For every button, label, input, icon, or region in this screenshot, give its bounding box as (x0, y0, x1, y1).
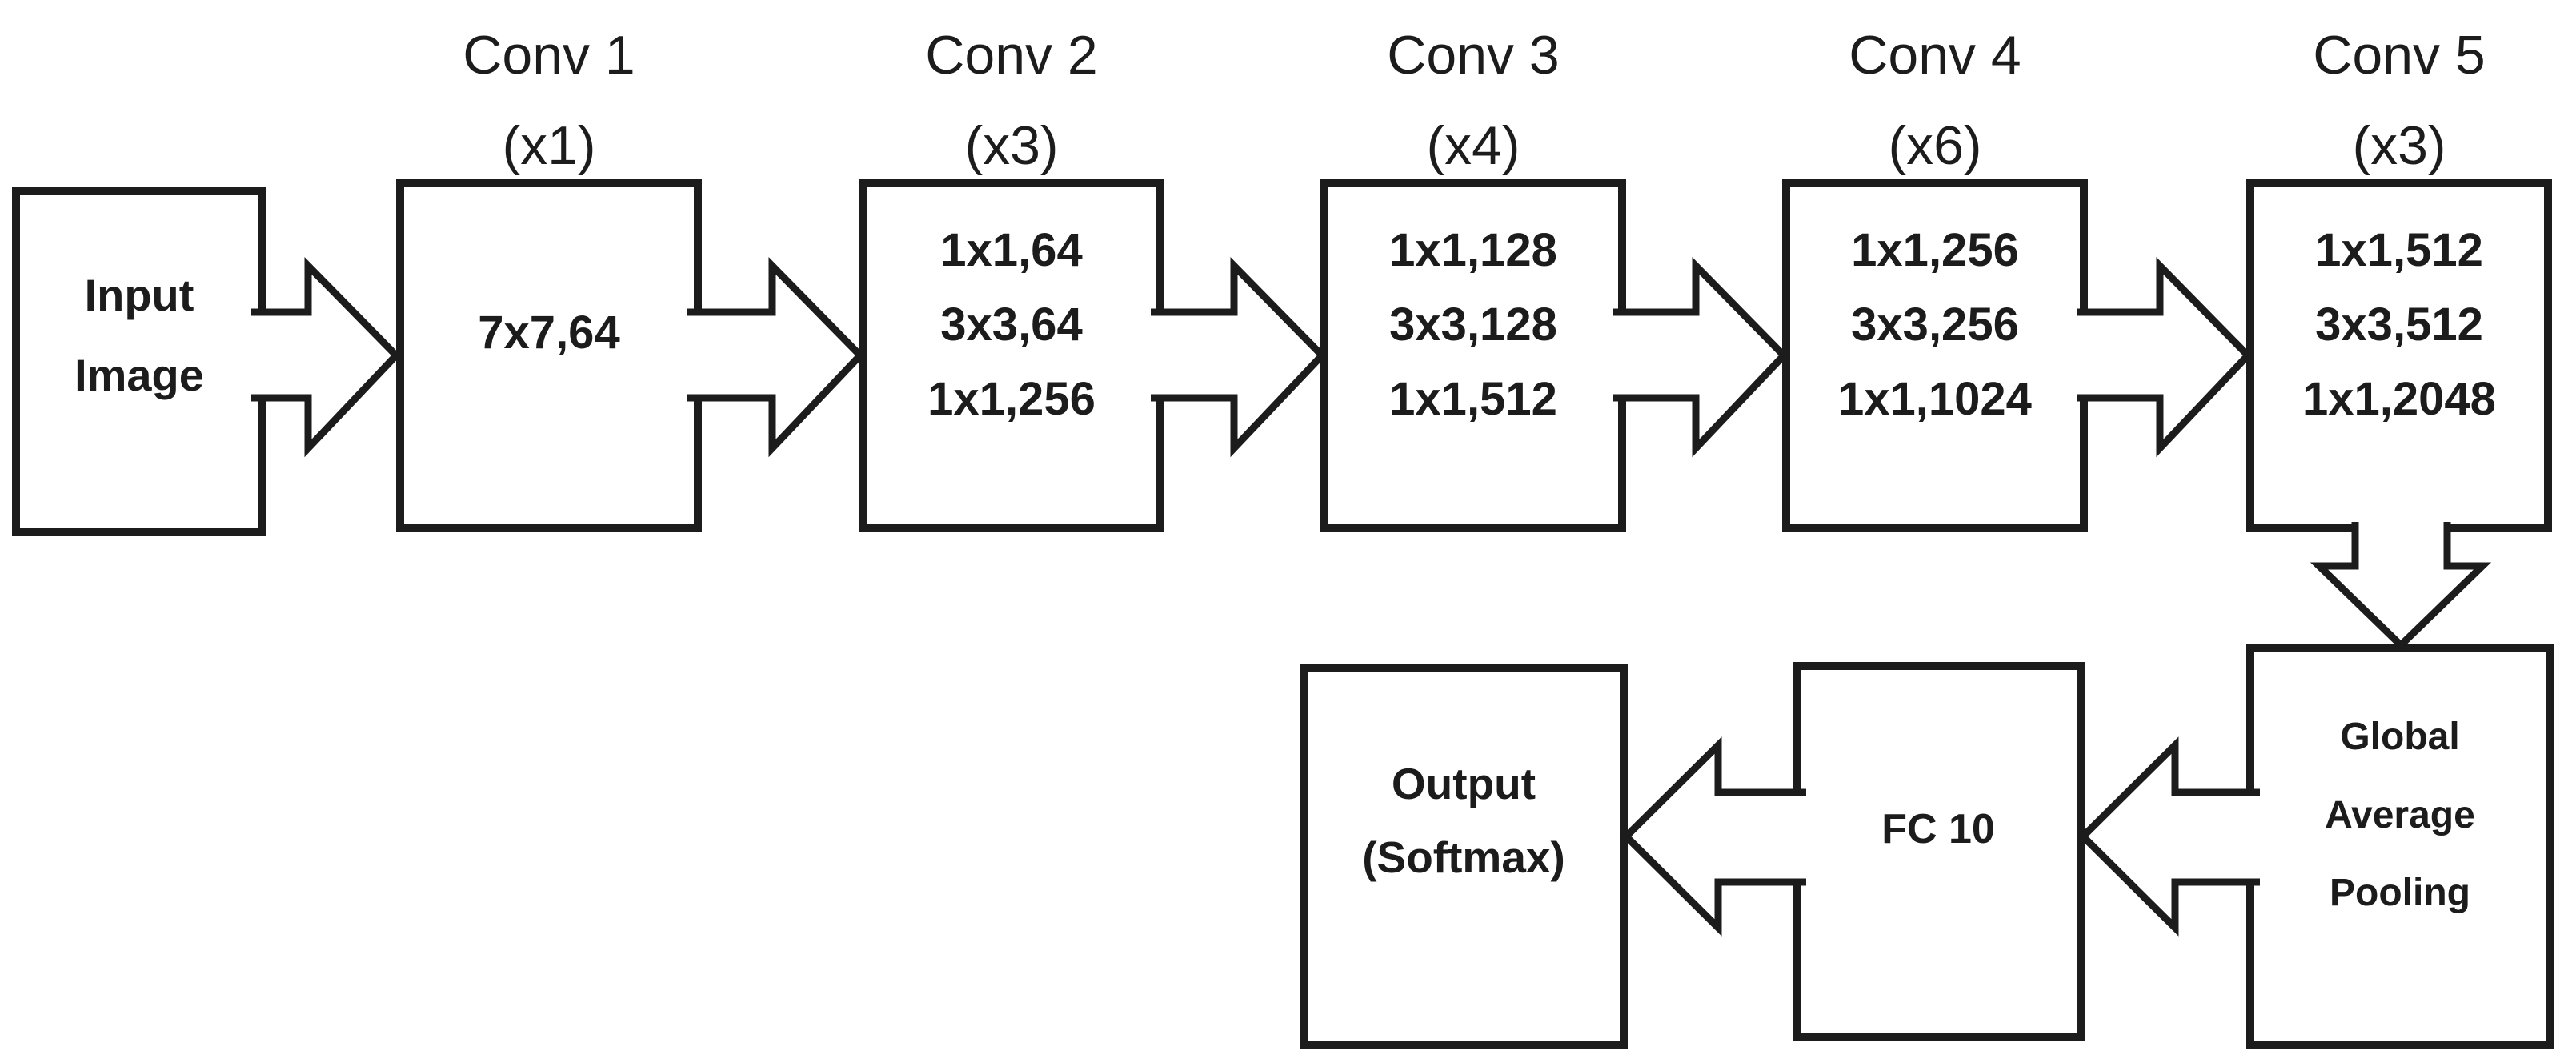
conv4-spec-line1: 1x1,256 (1851, 224, 2019, 276)
conv5-spec-line1: 1x1,512 (2315, 224, 2483, 276)
conv3-repeat: (x4) (1426, 115, 1520, 176)
output-softmax-box (1300, 664, 1628, 1049)
conv5-repeat: (x3) (2352, 115, 2446, 176)
conv2-box (859, 179, 1164, 532)
arrow-conv4-to-conv5-right-arrow-icon (2077, 256, 2253, 458)
node-conv2: Conv 2 (x3) 1x1,64 3x3,64 1x1,256 (859, 25, 1164, 532)
conv5-title: Conv 5 (2313, 25, 2485, 86)
conv4-repeat: (x6) (1888, 115, 1981, 176)
conv3-spec-line3: 1x1,512 (1389, 373, 1557, 425)
conv5-spec-line3: 1x1,2048 (2302, 373, 2496, 425)
conv5-box (2246, 179, 2552, 532)
conv1-repeat: (x1) (502, 115, 595, 176)
fc10-label: FC 10 (1881, 806, 1995, 852)
conv2-repeat: (x3) (964, 115, 1058, 176)
arrow-fc10-to-output-left-arrow-icon (1621, 736, 1806, 937)
conv4-box (1782, 179, 2088, 532)
input-image-box (12, 187, 266, 536)
conv3-spec-line2: 3x3,128 (1389, 299, 1557, 351)
arrow-conv5-to-gap-down-arrow-icon (2310, 522, 2492, 651)
conv3-spec-line1: 1x1,128 (1389, 224, 1557, 276)
conv5-spec-line2: 3x3,512 (2315, 299, 2483, 351)
gap-label-line1: Global (2340, 716, 2459, 758)
input-label-line2: Image (74, 350, 204, 400)
node-conv4: Conv 4 (x6) 1x1,256 3x3,256 1x1,1024 (1782, 25, 2088, 532)
output-label-line1: Output (1392, 759, 1536, 808)
arrow-input-to-conv1-right-arrow-icon (251, 256, 402, 458)
gap-label-line3: Pooling (2330, 872, 2470, 914)
arrow-conv3-to-conv4-right-arrow-icon (1613, 256, 1789, 458)
conv3-box (1320, 179, 1626, 532)
conv4-title: Conv 4 (1849, 25, 2021, 86)
node-conv3: Conv 3 (x4) 1x1,128 3x3,128 1x1,512 (1320, 25, 1626, 532)
conv1-title: Conv 1 (463, 25, 635, 86)
arrow-conv1-to-conv2-right-arrow-icon (687, 256, 866, 458)
input-label-line1: Input (85, 270, 194, 320)
conv3-title: Conv 3 (1387, 25, 1559, 86)
node-conv5: Conv 5 (x3) 1x1,512 3x3,512 1x1,2048 (2246, 25, 2552, 532)
conv2-spec-line1: 1x1,64 (940, 224, 1082, 276)
gap-label-line2: Average (2325, 794, 2475, 836)
arrow-gap-to-fc10-left-arrow-icon (2077, 736, 2260, 937)
output-label-line2: (Softmax) (1362, 832, 1565, 882)
conv2-spec-line2: 3x3,64 (940, 299, 1082, 351)
arrow-conv2-to-conv3-right-arrow-icon (1151, 256, 1328, 458)
node-fc10: FC 10 (1793, 662, 2085, 1041)
node-global-average-pooling: Global Average Pooling (2246, 644, 2554, 1049)
conv1-spec-line1: 7x7,64 (478, 307, 619, 359)
node-input: Input Image (12, 187, 266, 536)
conv2-title: Conv 2 (925, 25, 1097, 86)
fc10-box (1793, 662, 2085, 1041)
conv2-spec-line3: 1x1,256 (927, 373, 1096, 425)
node-output: Output (Softmax) (1300, 664, 1628, 1049)
global-average-pooling-box (2246, 644, 2554, 1049)
conv4-spec-line2: 3x3,256 (1851, 299, 2019, 351)
conv4-spec-line3: 1x1,1024 (1838, 373, 2032, 425)
